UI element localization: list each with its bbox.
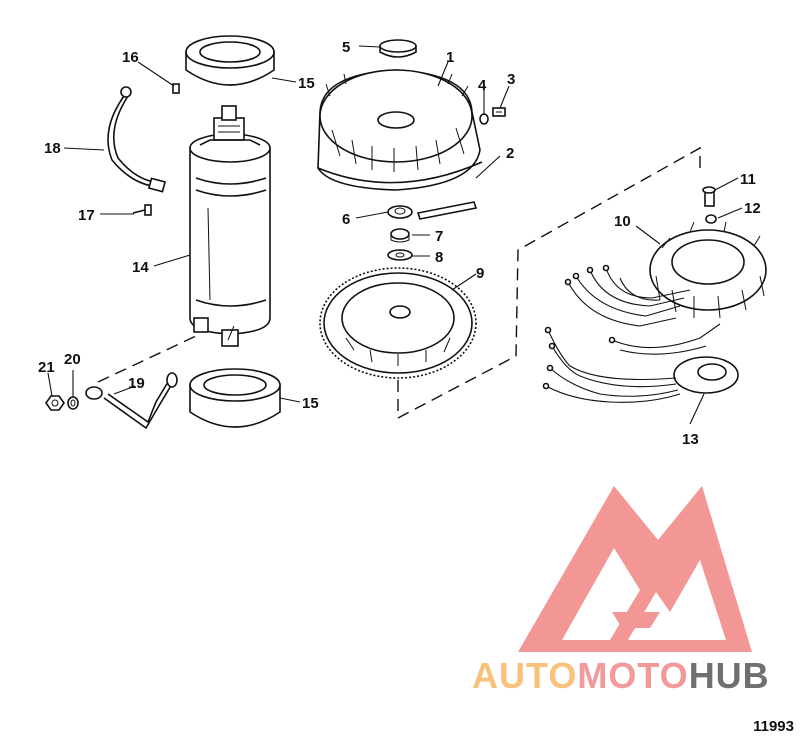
nut-21 [45,395,65,411]
callout-8: 8 [435,249,443,266]
callout-13: 13 [682,431,699,448]
rubber-collar-bottom [189,368,281,428]
callout-20: 20 [64,351,81,368]
callout-11: 11 [740,171,756,188]
callout-15-bottom: 15 [302,395,319,412]
cap-5 [379,39,417,58]
callout-7: 7 [435,228,443,245]
stator-10 [649,221,767,319]
callout-14: 14 [132,259,149,276]
callout-4: 4 [478,77,487,94]
washer-8 [387,249,413,261]
callout-12: 12 [744,200,761,217]
washer-4 [479,113,489,125]
watermark-wordmark: AUTOMOTOHUB [472,655,770,697]
starter-motor [189,105,271,347]
spacer-6 [387,205,413,219]
callout-2: 2 [506,145,514,162]
screw-16 [172,83,180,94]
rubber-collar-top [185,35,275,86]
screw-11 [702,186,716,207]
washer-20 [67,396,79,410]
positive-cable [107,86,167,193]
nut-7 [390,228,410,243]
stator-wire-harness [564,264,721,355]
callout-17: 17 [78,207,95,224]
callout-16: 16 [122,49,139,66]
washer-12 [705,214,717,224]
flywheel-cover [317,69,483,191]
callout-10: 10 [614,213,631,230]
negative-cable [85,372,178,430]
watermark-logo-icon [518,486,752,652]
callout-labels: 1 2 3 4 5 6 7 8 9 10 11 12 13 14 15 15 1… [38,39,761,448]
leader-lines [47,45,743,425]
callout-6: 6 [342,211,350,228]
callout-19: 19 [128,375,145,392]
callout-9: 9 [476,265,484,282]
watermark-part-auto: AUTO [472,655,578,696]
screw-3 [492,107,506,117]
watermark-part-hub: HUB [688,655,770,696]
trigger-13 [542,326,739,403]
bracket-2 [416,201,478,220]
callout-15-top: 15 [298,75,315,92]
callout-3: 3 [507,71,515,88]
figure-number: 11993 [753,718,794,735]
flywheel-9 [319,267,477,379]
watermark-part-moto: MOTO [577,655,689,696]
callout-21: 21 [38,359,55,376]
callout-18: 18 [44,140,61,157]
callout-1: 1 [446,49,454,66]
screw-17 [132,204,152,216]
callout-5: 5 [342,39,350,56]
